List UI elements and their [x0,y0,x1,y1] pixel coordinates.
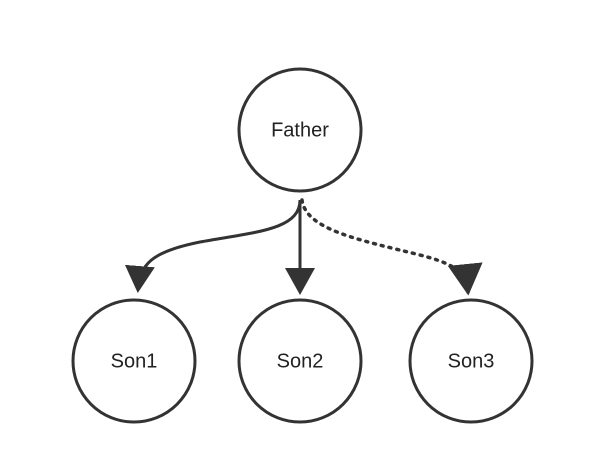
node-son3-label: Son3 [448,350,495,372]
node-son2-label: Son2 [277,350,324,372]
edge-father-son3 [300,198,483,296]
node-son1-label: Son1 [111,350,158,372]
edge-father-son1 [124,199,302,293]
node-father: Father [237,67,363,193]
node-son3: Son3 [408,298,534,424]
node-son1: Son1 [71,298,197,424]
node-father-label: Father [271,119,329,141]
node-son2: Son2 [237,298,363,424]
